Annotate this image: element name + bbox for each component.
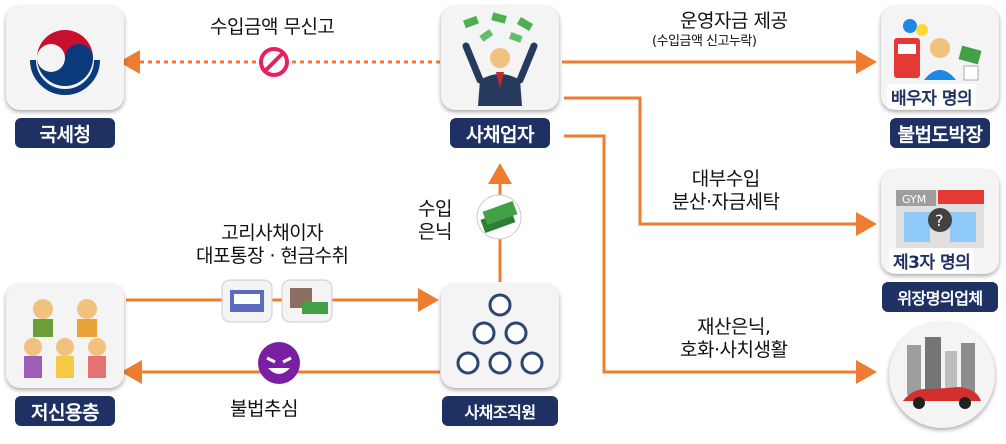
dispersal-text: 대부수입 분산·자금세탁 <box>672 168 780 214</box>
organization-pyramid-icon <box>456 293 544 375</box>
bankbook-icon <box>221 279 273 323</box>
nts-card <box>6 6 124 110</box>
low-credit-label: 저신용층 <box>15 396 115 426</box>
svg-text:?: ? <box>935 211 944 230</box>
income-hidden-text: 수입 은닉 <box>418 198 452 244</box>
dispersal-line1: 대부수입 <box>691 168 760 190</box>
lender-card <box>441 6 559 110</box>
gambling-label: 불법도박장 <box>890 118 990 148</box>
node-gambling: 배우자 명의 불법도박장 <box>881 6 999 148</box>
operating-funds-note: (수입금액 신고누락) <box>652 34 757 49</box>
nts-label: 국세청 <box>15 118 115 148</box>
usury-line2: 대포통장 · 현금수취 <box>196 245 349 267</box>
income-hidden-line2: 은닉 <box>418 221 452 243</box>
fake-business-badge: 제3자 명의 <box>889 248 975 273</box>
businessman-money-icon <box>462 12 538 106</box>
unreported-label: 수입금액 무신고 <box>210 16 335 38</box>
prohibited-icon <box>259 47 289 77</box>
staff-card <box>441 284 559 388</box>
svg-text:GYM: GYM <box>902 193 926 206</box>
staff-label: 사채조직원 <box>442 396 558 426</box>
asset-line1: 재산은닉, <box>696 316 771 338</box>
node-nts: 국세청 <box>6 6 124 148</box>
illegal-collection-label: 불법추심 <box>230 398 298 420</box>
storefront-icon: GYM ? <box>896 190 984 248</box>
asset-line2: 호화·사치생활 <box>680 339 788 361</box>
gambling-badge: 배우자 명의 <box>887 84 977 109</box>
gambling-card: 배우자 명의 <box>881 6 999 110</box>
arrow-assets <box>564 134 877 384</box>
dispersal-line2: 분산·자금세탁 <box>672 191 780 213</box>
taeguk-logo-icon <box>30 30 100 95</box>
evil-face-icon <box>258 342 300 384</box>
fake-business-card: GYM ? 제3자 명의 <box>881 170 999 274</box>
money-stack-icon <box>476 194 522 240</box>
node-lender: 사채업자 <box>441 6 559 148</box>
usury-text: 고리사채이자 대포통장 · 현금수취 <box>196 222 349 268</box>
asset-text: 재산은닉, 호화·사치생활 <box>680 316 788 362</box>
node-low-credit: 저신용층 <box>6 284 124 426</box>
casino-icon <box>894 19 982 81</box>
low-credit-card <box>6 284 124 388</box>
people-group-icon <box>24 299 106 378</box>
operating-funds-label: 운영자금 제공 <box>680 10 788 32</box>
usury-line1: 고리사채이자 <box>221 222 324 244</box>
income-hidden-line1: 수입 <box>418 198 452 220</box>
node-fake-business: GYM ? 제3자 명의 위장명의업체 <box>881 170 999 312</box>
arrow-dispersal <box>564 96 877 236</box>
lender-label: 사채업자 <box>450 118 550 148</box>
node-luxury <box>889 322 995 428</box>
city-sports-car-icon <box>903 337 981 409</box>
cash-bundle-icon <box>281 279 333 323</box>
fake-business-label: 위장명의업체 <box>882 282 998 312</box>
node-staff: 사채조직원 <box>441 284 559 426</box>
